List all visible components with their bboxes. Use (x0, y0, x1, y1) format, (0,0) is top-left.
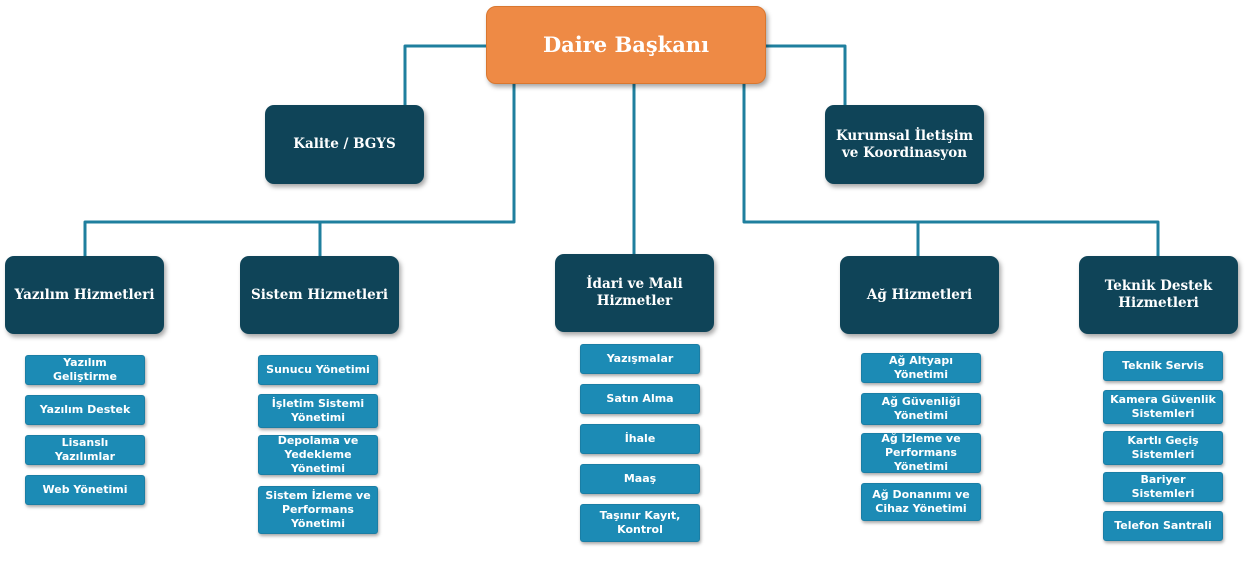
unit-node: Sunucu Yönetimi (258, 355, 378, 385)
connector-root-to-communication (766, 44, 847, 105)
unit-node: İhale (580, 424, 700, 454)
unit-node: Ağ Donanımı ve Cihaz Yönetimi (861, 483, 981, 521)
unit-label: İşletim Sistemi Yönetimi (271, 397, 365, 424)
unit-node: Maaş (580, 464, 700, 494)
unit-node: Yazılım Geliştirme (25, 355, 145, 385)
staff-label: Kurumsal İletişim ve Koordinasyon (835, 127, 974, 161)
dept-label: Teknik Destek Hizmetleri (1104, 278, 1213, 311)
dept-node-admin: İdari ve Mali Hizmetler (555, 254, 714, 332)
dept-label: Sistem Hizmetleri (251, 286, 388, 303)
staff-node-communication: Kurumsal İletişim ve Koordinasyon (825, 105, 984, 184)
unit-node: Bariyer Sistemleri (1103, 472, 1223, 502)
unit-label: Ağ Donanımı ve Cihaz Yönetimi (872, 488, 970, 515)
unit-node: Depolama ve Yedekleme Yönetimi (258, 434, 378, 475)
unit-label: Yazışmalar (606, 352, 674, 366)
unit-label: Maaş (623, 472, 657, 486)
unit-label: İhale (624, 432, 656, 446)
dept-node-software: Yazılım Hizmetleri (5, 256, 164, 334)
dept-label: Ağ Hizmetleri (866, 286, 973, 303)
root-label: Daire Başkanı (542, 31, 710, 57)
staff-node-quality: Kalite / BGYS (265, 105, 424, 184)
unit-node: Teknik Servis (1103, 351, 1223, 381)
unit-node: İşletim Sistemi Yönetimi (258, 394, 378, 428)
unit-label: Kamera Güvenlik Sistemleri (1110, 393, 1216, 420)
connector-root-to-left-departments (83, 84, 516, 256)
dept-label: Yazılım Hizmetleri (14, 286, 155, 303)
unit-node: Web Yönetimi (25, 475, 145, 505)
unit-label: Web Yönetimi (42, 483, 128, 497)
unit-label: Yazılım Destek (39, 403, 131, 417)
unit-label: Taşınır Kayıt, Kontrol (599, 509, 681, 536)
root-node: Daire Başkanı (486, 6, 766, 84)
unit-label: Ağ İzleme ve Performans Yönetimi (881, 432, 961, 473)
dept-node-network: Ağ Hizmetleri (840, 256, 999, 334)
unit-node: Kamera Güvenlik Sistemleri (1103, 390, 1223, 424)
unit-node: Yazışmalar (580, 344, 700, 374)
dept-node-system: Sistem Hizmetleri (240, 256, 399, 334)
unit-node: Taşınır Kayıt, Kontrol (580, 504, 700, 542)
unit-node: Ağ İzleme ve Performans Yönetimi (861, 432, 981, 473)
unit-node: Ağ Altyapı Yönetimi (861, 353, 981, 383)
unit-label: Ağ Güvenliği Yönetimi (881, 395, 961, 422)
dept-node-technical-support: Teknik Destek Hizmetleri (1079, 256, 1238, 334)
unit-label: Satın Alma (606, 392, 674, 406)
unit-label: Sunucu Yönetimi (266, 363, 370, 377)
unit-node: Ağ Güvenliği Yönetimi (861, 393, 981, 425)
unit-label: Telefon Santrali (1114, 519, 1212, 533)
connector-root-to-right-departments (742, 84, 1160, 256)
unit-label: Teknik Servis (1122, 359, 1204, 373)
unit-label: Bariyer Sistemleri (1131, 473, 1195, 500)
unit-node: Telefon Santrali (1103, 511, 1223, 541)
unit-label: Lisanslı Yazılımlar (54, 436, 116, 463)
connector-root-to-quality (403, 44, 486, 105)
unit-label: Depolama ve Yedekleme Yönetimi (277, 434, 359, 475)
unit-label: Kartlı Geçiş Sistemleri (1127, 434, 1199, 461)
unit-node: Lisanslı Yazılımlar (25, 435, 145, 465)
unit-node: Sistem İzleme ve Performans Yönetimi (258, 486, 378, 534)
unit-node: Satın Alma (580, 384, 700, 414)
unit-label: Yazılım Geliştirme (53, 356, 117, 383)
dept-label: İdari ve Mali Hizmetler (586, 276, 683, 309)
unit-label: Ağ Altyapı Yönetimi (889, 354, 953, 381)
staff-label: Kalite / BGYS (293, 136, 396, 153)
unit-node: Yazılım Destek (25, 395, 145, 425)
unit-node: Kartlı Geçiş Sistemleri (1103, 431, 1223, 465)
unit-label: Sistem İzleme ve Performans Yönetimi (265, 489, 371, 530)
